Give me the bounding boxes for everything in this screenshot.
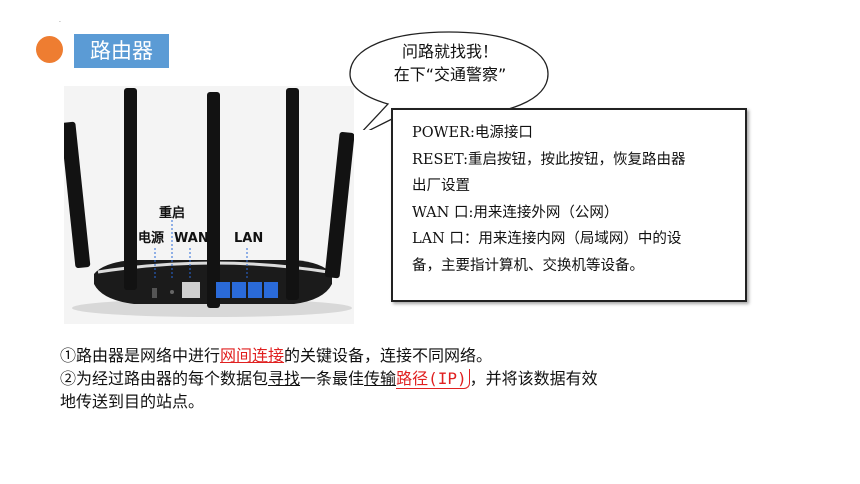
antenna-2 [124,88,137,290]
info-line: 出厂设置 [412,178,470,194]
keyword-transmit: 传输 [364,369,397,388]
port-description-box: POWER:电源接口 RESET:重启按钮，按此按钮，恢复路由器 出厂设置 WA… [391,108,747,302]
info-line: 备，主要指计算机、交换机等设备。 [412,257,644,274]
antenna-4 [286,88,299,300]
label-wan: WAN [174,231,209,246]
antenna-1 [64,121,91,269]
label-reset: 重启 [159,205,185,221]
callout-line-1: 问路就找我！ [401,42,498,61]
note-text: ，并将该数据有效 [469,369,598,388]
note-text: 的关键设备，连接不同网络。 [284,346,493,365]
info-line: POWER:电源接口 [412,125,533,141]
router-illustration: 重启 电源 WAN LAN [64,88,354,317]
keyword-find: 寻找 [268,369,301,388]
note-3: 地传送到目的站点。 [60,392,205,411]
antenna-3 [207,92,220,308]
bullet-dot [36,36,63,63]
note-text: ②为经过路由器的每个数据包 [60,369,269,388]
keyword-internetwork: 网间连接 [220,346,285,365]
lan-ports [216,282,278,298]
label-power: 电源 [138,230,164,246]
info-line: RESET:重启按钮，按此按钮，恢复路由器 [412,151,686,168]
router-notes: ①路由器是网络中进行网间连接的关键设备，连接不同网络。 ②为经过路由器的每个数据… [60,344,820,413]
power-port [152,288,157,298]
slide-title: 路由器 [74,34,169,68]
keyword-path: 路径(IP) [396,369,470,389]
label-lan: LAN [234,231,263,246]
antenna-5 [324,131,354,279]
note-2: ②为经过路由器的每个数据包寻找一条最佳传输路径(IP)，并将该数据有效 [60,367,820,390]
note-text: ①路由器是网络中进行 [60,346,221,365]
wan-port [182,282,200,298]
note-1: ①路由器是网络中进行网间连接的关键设备，连接不同网络。 [60,344,820,367]
speech-bubble-text: 问路就找我！ 在下“交通警察” [360,40,540,86]
router-photo: 重启 电源 WAN LAN [64,86,354,324]
info-line: WAN 口:用来连接外网（公网） [412,204,619,221]
info-line: LAN 口：用来连接内网（局域网）中的设 [412,231,682,247]
note-text: 一条最佳 [300,369,365,388]
reset-button [170,290,174,294]
callout-line-2: 在下“交通警察” [393,65,507,84]
slide-mark: . [59,17,61,24]
